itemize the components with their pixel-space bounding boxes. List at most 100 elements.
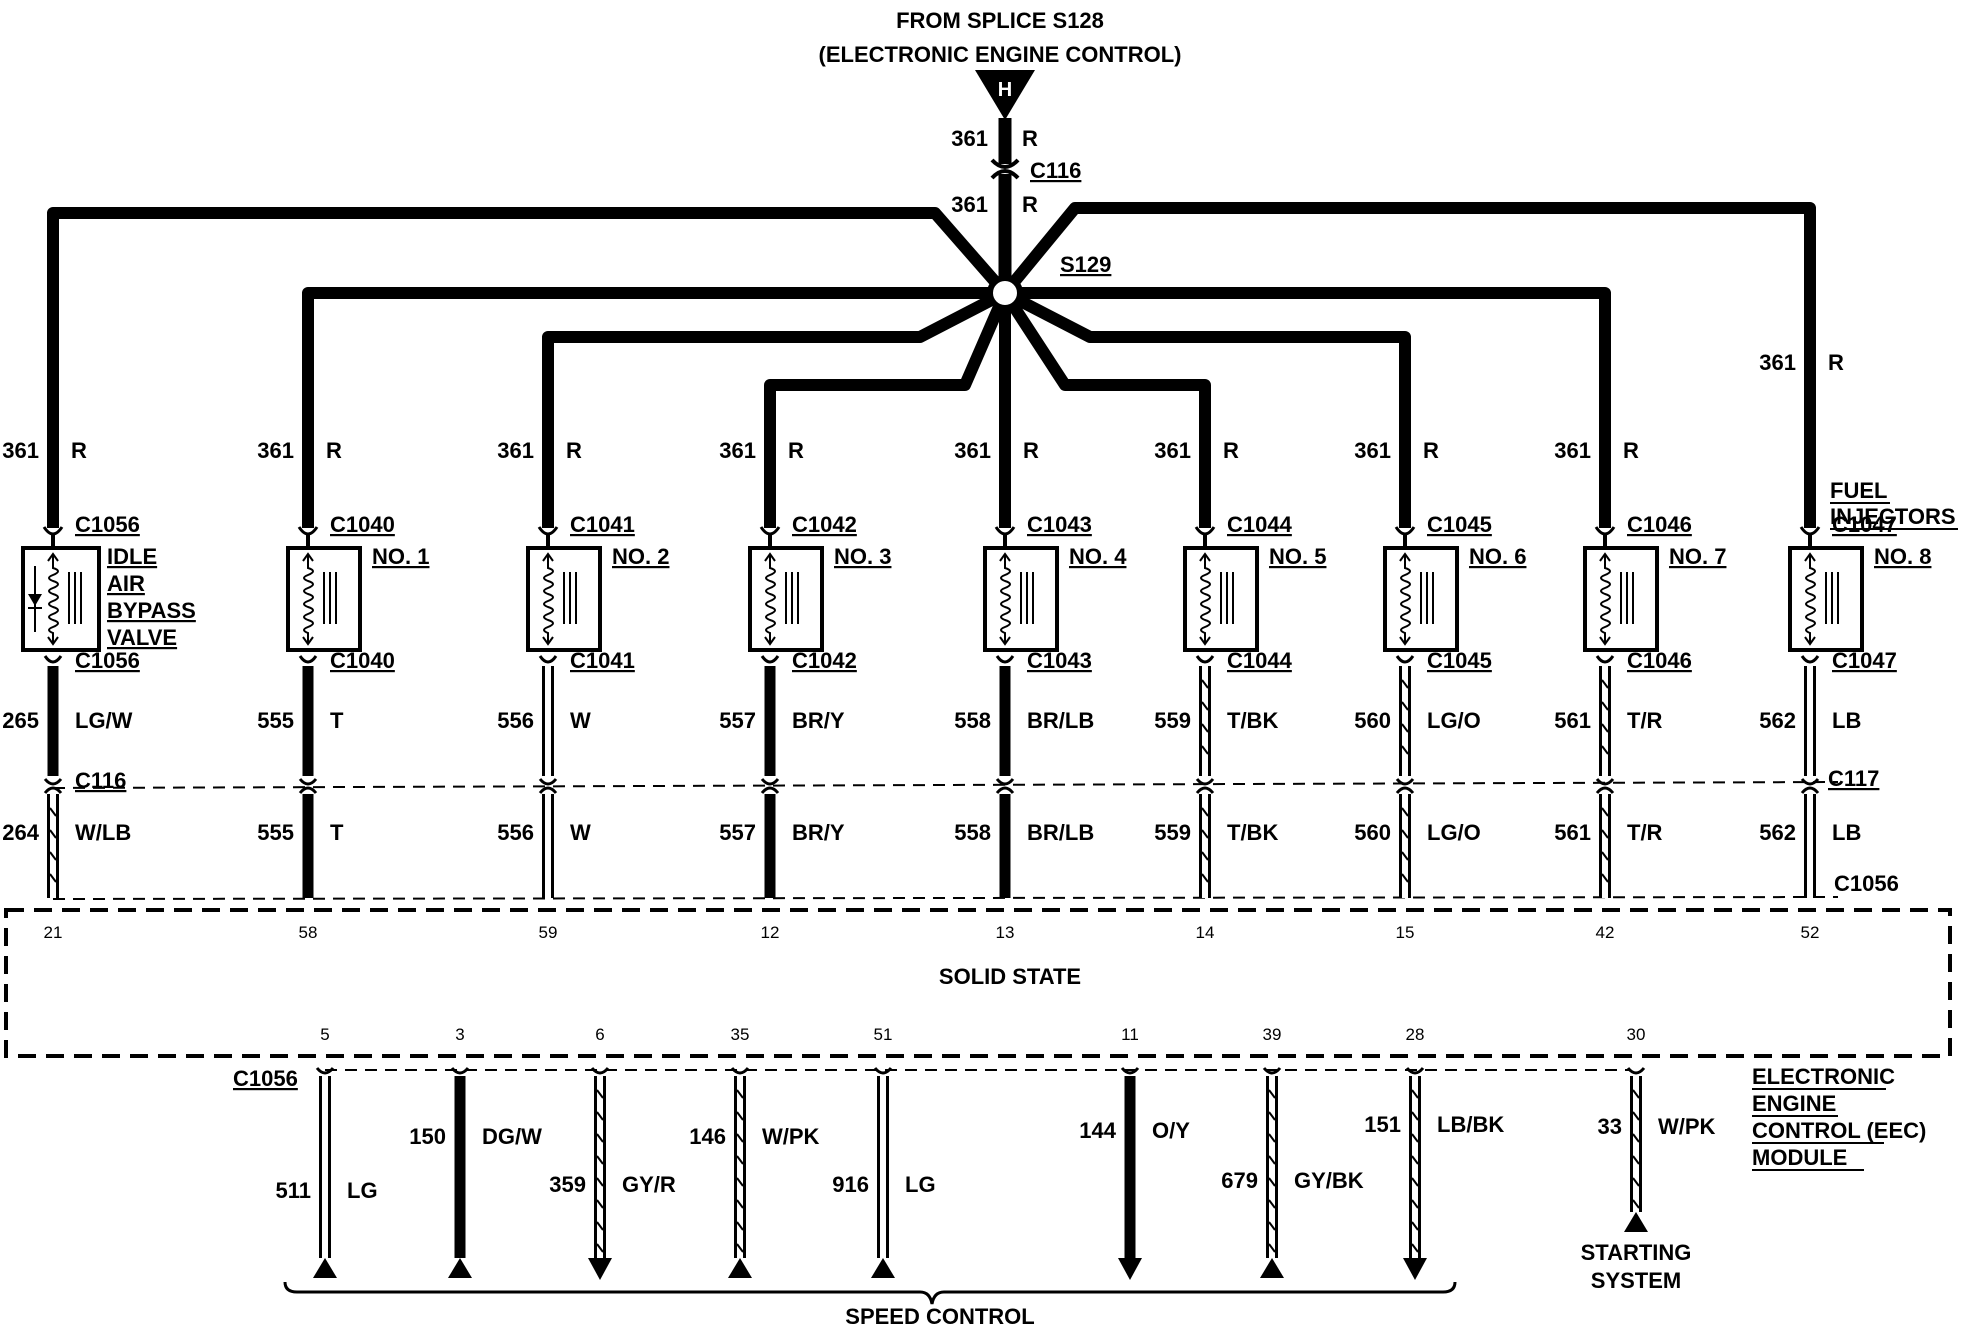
supply-circuit-label: 361: [1154, 438, 1191, 463]
arrow-up-icon: [313, 1258, 337, 1278]
device-label-1: NO. 3: [834, 544, 891, 569]
module-pin-label: 15: [1396, 923, 1415, 942]
top-connector-icon: [42, 526, 64, 536]
splice-symbol: H: [998, 79, 1012, 101]
top-connector-label: C1043: [1027, 512, 1092, 537]
circuit-label: 144: [1079, 1118, 1116, 1143]
module-name-line1: ELECTRONIC: [1752, 1064, 1895, 1089]
pin-connector-icon: [315, 1067, 335, 1075]
output-color-label: LG/O: [1427, 708, 1481, 733]
injector-box: [1583, 546, 1659, 652]
header-line2: (ELECTRONIC ENGINE CONTROL): [819, 42, 1182, 67]
top-connector-icon: [759, 526, 781, 536]
supply-circuit-label: 361: [954, 438, 991, 463]
supply-circuit-label: 361: [719, 438, 756, 463]
harness-circuit-label: 559: [1154, 820, 1191, 845]
lower-wire: [1266, 1076, 1278, 1258]
device-label-1: NO. 8: [1874, 544, 1931, 569]
supply-color-label: R: [1623, 438, 1639, 463]
supply-circuit-label: 361: [1554, 438, 1591, 463]
lower-wire: [1630, 1076, 1642, 1212]
starting-system-line2: SYSTEM: [1591, 1268, 1681, 1293]
speed-control-label: SPEED CONTROL: [845, 1304, 1034, 1328]
arrow-up-icon: [1624, 1212, 1648, 1232]
arrow-down-icon: [588, 1258, 612, 1280]
feed-wire-branch-4: [764, 290, 1011, 528]
device-label-1: NO. 2: [612, 544, 669, 569]
feed-upper-color: R: [1022, 126, 1038, 151]
output-color-label: T/BK: [1227, 708, 1278, 733]
bottom-connector-icon: [1395, 655, 1415, 664]
circuit-label: 916: [832, 1172, 869, 1197]
supply-color-label: R: [1423, 438, 1439, 463]
injector-coil-icon: [1399, 552, 1434, 646]
output-wire: [1599, 666, 1611, 776]
harness-color-label: W/LB: [75, 820, 131, 845]
bottom-connector-icon: [43, 655, 63, 664]
circuit-label: 146: [689, 1124, 726, 1149]
feed-connector: C116: [1030, 158, 1081, 183]
feed-wire-branch-2: [302, 287, 1005, 528]
harness-wire: [1599, 794, 1611, 898]
supply-color-label: R: [1023, 438, 1039, 463]
pin-connector-icon: [1626, 1067, 1646, 1075]
module-pin-label: 42: [1596, 923, 1615, 942]
module-pin-label: 13: [996, 923, 1015, 942]
harness-color-label: T/R: [1627, 820, 1663, 845]
module-pin-label: 5: [320, 1025, 329, 1044]
injector-coil-icon: [302, 552, 337, 646]
speed-control-brace: [283, 1281, 1457, 1305]
output-wire: [1199, 666, 1211, 776]
pin-connector-icon: [1262, 1067, 1282, 1075]
harness-color-label: T/BK: [1227, 820, 1278, 845]
color-label: GY/BK: [1294, 1168, 1364, 1193]
top-connector-label: C1045: [1427, 512, 1492, 537]
top-connector-icon: [1594, 526, 1616, 536]
supply-color-label: R: [71, 438, 87, 463]
output-circuit-label: 562: [1759, 708, 1796, 733]
harness-circuit-label: 264: [2, 820, 39, 845]
splice-label: S129: [1060, 252, 1111, 277]
circuit-label: 151: [1364, 1112, 1401, 1137]
color-label: W/PK: [1658, 1114, 1716, 1139]
arrow-up-icon: [448, 1258, 472, 1278]
output-color-label: BR/LB: [1027, 708, 1094, 733]
feed-wire-branch-8: [1005, 287, 1611, 528]
output-circuit-label: 556: [497, 708, 534, 733]
injector-coil-icon: [542, 552, 577, 646]
feed-upper-circuit: 361: [951, 126, 988, 151]
starting-system-line1: STARTING: [1581, 1240, 1692, 1265]
top-connector-icon: [297, 526, 319, 536]
module-name-line3: CONTROL (EEC): [1752, 1118, 1926, 1143]
fuel-injectors-line2: INJECTORS: [1830, 504, 1956, 529]
harness-circuit-label: 562: [1759, 820, 1796, 845]
injector-coil-icon: [764, 552, 799, 646]
harness-wire: [47, 794, 59, 898]
pin-connector-icon: [873, 1067, 893, 1075]
top-connector-label: C1056: [75, 512, 140, 537]
color-label: W/PK: [762, 1124, 820, 1149]
bottom-connector-icon: [1195, 655, 1215, 664]
feed-wire-branch-6: [999, 289, 1211, 528]
bottom-connector-icon: [1800, 655, 1820, 664]
output-circuit-label: 555: [257, 708, 294, 733]
pin-connector-icon: [590, 1067, 610, 1075]
module-pin-label: 11: [1121, 1025, 1139, 1044]
color-label: LG: [347, 1178, 378, 1203]
harness-color-label: T: [330, 820, 344, 845]
c1056-bottom-label: C1056: [233, 1066, 298, 1091]
bottom-connector-label: C1041: [570, 648, 635, 673]
c117-dashed-line: [52, 781, 1839, 789]
injector-coil-icon: [999, 552, 1034, 646]
pin-connector-icon: [1405, 1067, 1425, 1075]
top-connector-label: C1044: [1227, 512, 1293, 537]
top-connector-icon: [1194, 526, 1216, 536]
output-color-label: LG/W: [75, 708, 133, 733]
